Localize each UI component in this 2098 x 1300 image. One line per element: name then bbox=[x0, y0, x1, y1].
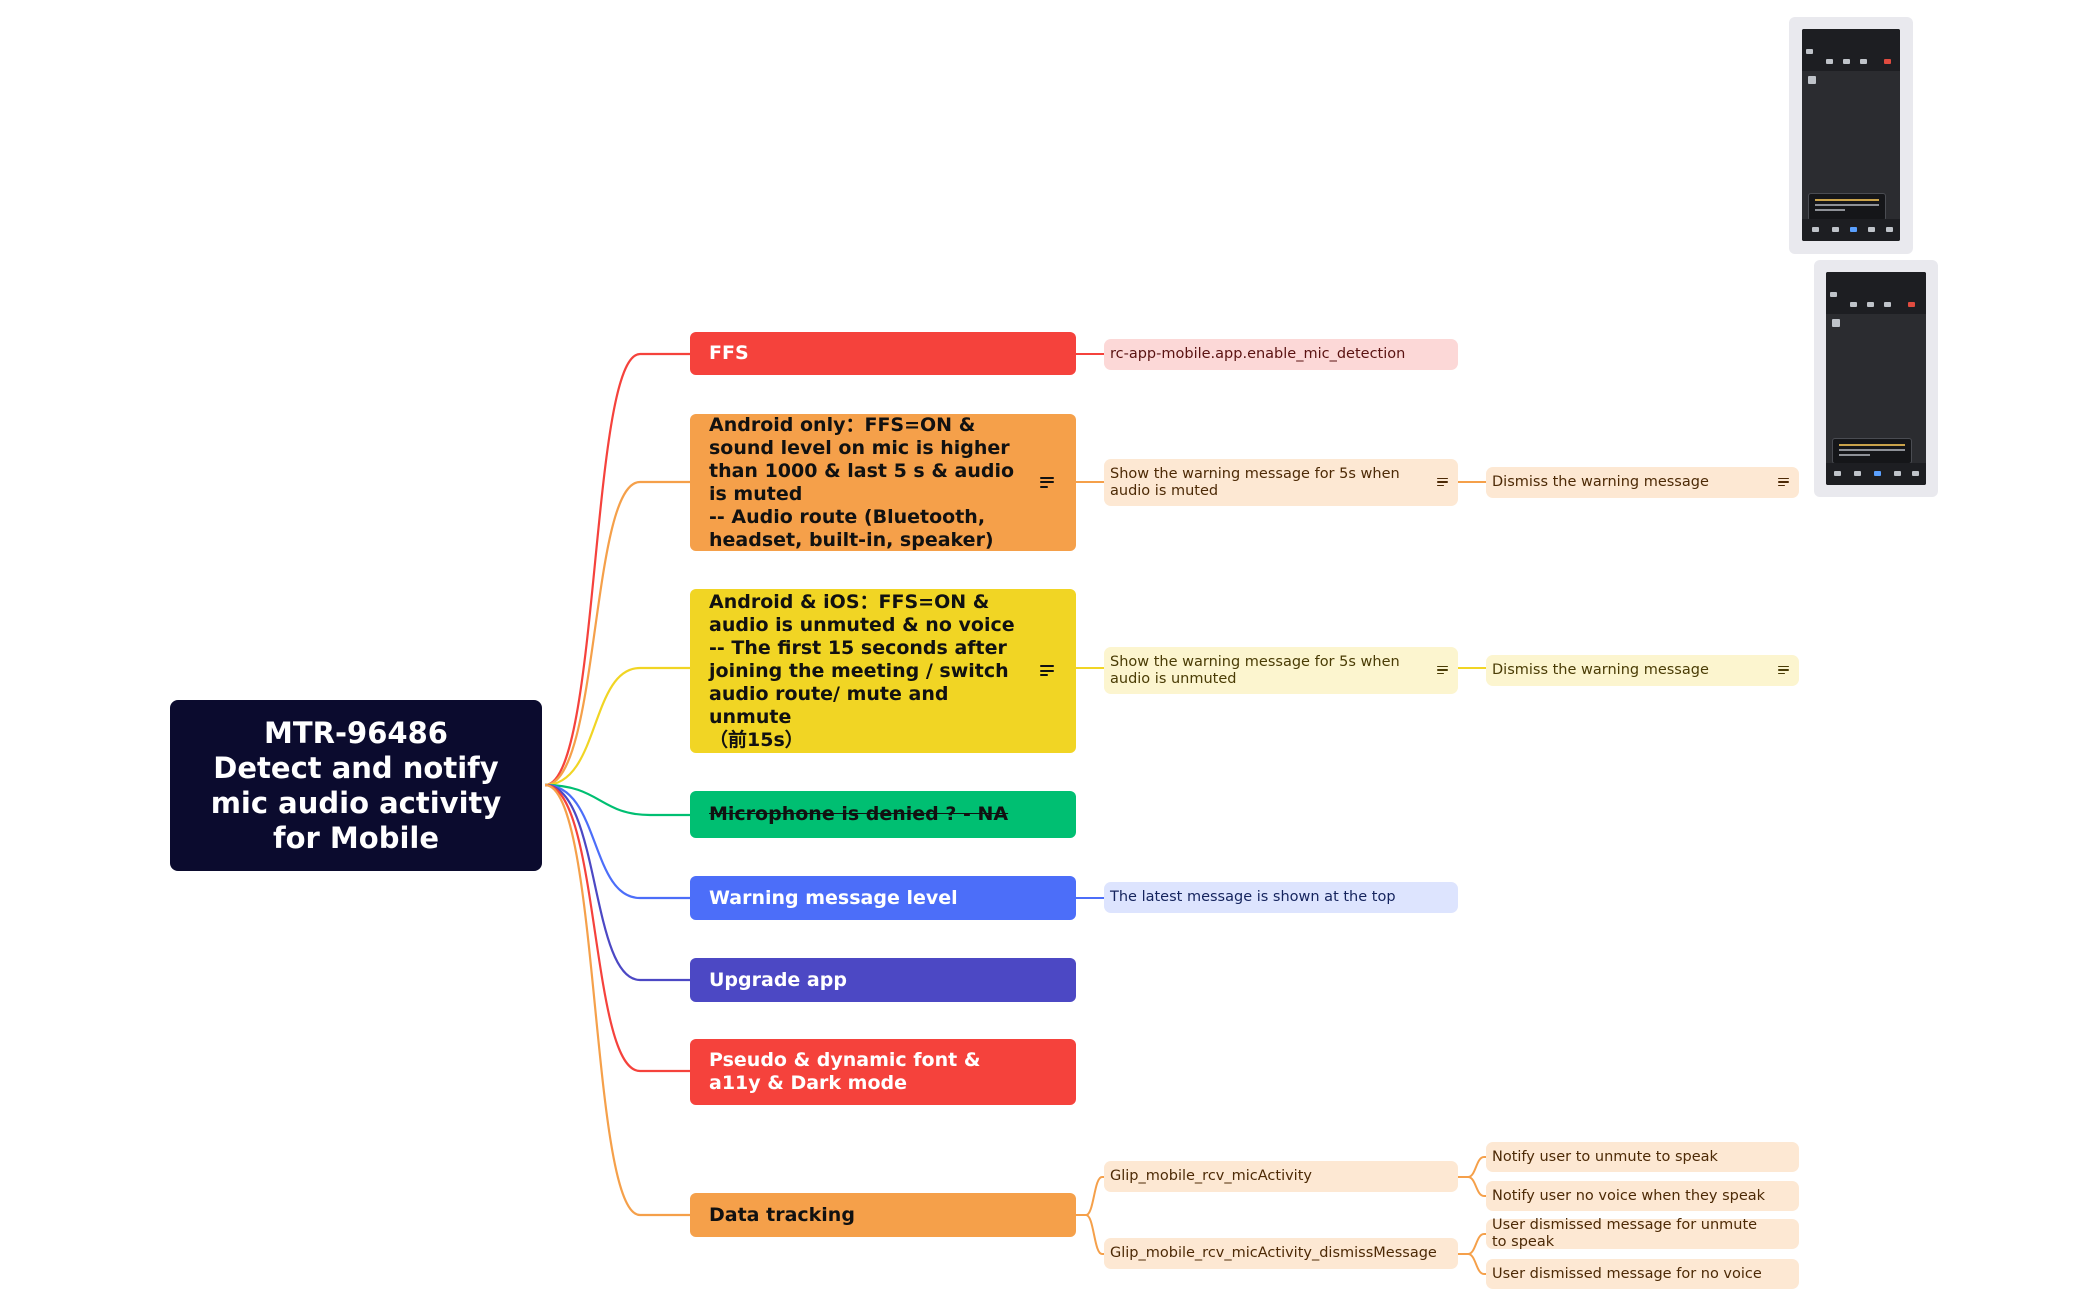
note-lines-icon[interactable] bbox=[1778, 665, 1789, 675]
branch-ffs[interactable]: FFS bbox=[690, 332, 1076, 375]
leaf-notify-unmute[interactable]: Notify user to unmute to speak bbox=[1486, 1142, 1799, 1172]
leaf-latest-message-top[interactable]: The latest message is shown at the top bbox=[1104, 882, 1458, 913]
leaf-both-show-warning[interactable]: Show the warning message for 5s when aud… bbox=[1104, 647, 1458, 694]
leaf-android-show-warning-label: Show the warning message for 5s when aud… bbox=[1110, 465, 1400, 499]
phone-toolbar bbox=[1826, 272, 1926, 314]
leaf-dismissed-unmute[interactable]: User dismissed message for unmute to spe… bbox=[1486, 1217, 1799, 1250]
phone-bottom-bar bbox=[1802, 219, 1900, 241]
leaf-android-show-warning[interactable]: Show the warning message for 5s when aud… bbox=[1104, 459, 1458, 506]
branch-upgrade-app[interactable]: Upgrade app bbox=[690, 958, 1076, 1002]
leaf-track-dismiss-message[interactable]: Glip_mobile_rcv_micActivity_dismissMessa… bbox=[1104, 1238, 1458, 1269]
branch-android-only-label: Android only：FFS=ON & sound level on mic… bbox=[709, 413, 1015, 551]
root-topic[interactable]: MTR-96486 Detect and notify mic audio ac… bbox=[170, 700, 542, 871]
phone-screenshot-muted[interactable] bbox=[1789, 17, 1913, 254]
warning-toast bbox=[1808, 193, 1886, 221]
phone-bottom-bar bbox=[1826, 463, 1926, 485]
leaf-both-show-warning-label: Show the warning message for 5s when aud… bbox=[1110, 653, 1400, 687]
leaf-android-dismiss-label: Dismiss the warning message bbox=[1492, 474, 1709, 490]
leaf-track-mic-activity[interactable]: Glip_mobile_rcv_micActivity bbox=[1104, 1161, 1458, 1192]
warning-toast bbox=[1832, 438, 1912, 464]
leaf-android-dismiss[interactable]: Dismiss the warning message bbox=[1486, 467, 1799, 498]
branch-mic-denied-label: Microphone is denied ? - NA bbox=[709, 803, 1009, 825]
note-lines-icon[interactable] bbox=[1778, 477, 1789, 487]
branch-warning-level[interactable]: Warning message level bbox=[690, 876, 1076, 920]
note-lines-icon[interactable] bbox=[1437, 477, 1448, 487]
phone-screenshot-unmuted[interactable] bbox=[1814, 260, 1938, 497]
branch-android-only[interactable]: Android only：FFS=ON & sound level on mic… bbox=[690, 414, 1076, 551]
leaf-dismissed-no-voice[interactable]: User dismissed message for no voice bbox=[1486, 1259, 1799, 1289]
branch-mic-denied[interactable]: Microphone is denied ? - NA bbox=[690, 791, 1076, 838]
branch-android-ios[interactable]: Android & iOS：FFS=ON & audio is unmuted … bbox=[690, 589, 1076, 753]
note-lines-icon[interactable] bbox=[1040, 665, 1054, 676]
phone-screen bbox=[1802, 29, 1900, 241]
branch-pseudo-font[interactable]: Pseudo & dynamic font & a11y & Dark mode bbox=[690, 1039, 1076, 1105]
phone-screen bbox=[1826, 272, 1926, 485]
leaf-both-dismiss[interactable]: Dismiss the warning message bbox=[1486, 655, 1799, 686]
leaf-ffs-flag[interactable]: rc-app-mobile.app.enable_mic_detection bbox=[1104, 339, 1458, 370]
leaf-both-dismiss-label: Dismiss the warning message bbox=[1492, 662, 1709, 678]
note-lines-icon[interactable] bbox=[1437, 665, 1448, 675]
note-lines-icon[interactable] bbox=[1040, 476, 1054, 488]
branch-data-tracking[interactable]: Data tracking bbox=[690, 1193, 1076, 1237]
leaf-notify-no-voice[interactable]: Notify user no voice when they speak bbox=[1486, 1181, 1799, 1211]
branch-android-ios-label: Android & iOS：FFS=ON & audio is unmuted … bbox=[709, 590, 1015, 751]
phone-toolbar bbox=[1802, 29, 1900, 71]
